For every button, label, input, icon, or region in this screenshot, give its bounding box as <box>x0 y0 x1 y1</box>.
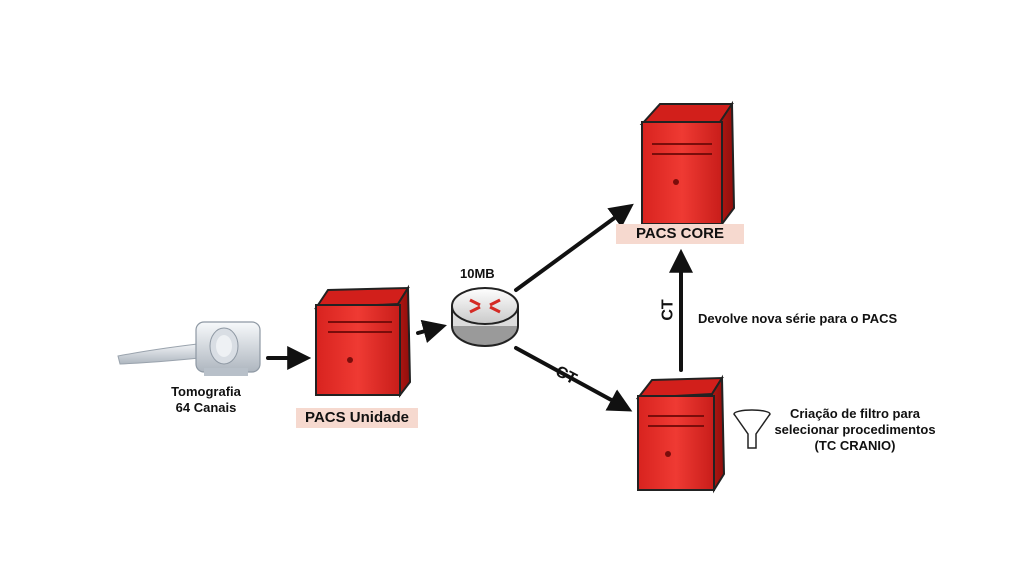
ct-vertical-label: CT <box>659 299 677 321</box>
pacs-core-label: PACS CORE <box>616 224 744 244</box>
server-icon <box>314 284 412 398</box>
filter-description: Criação de filtro para selecionar proced… <box>770 406 940 454</box>
filter-line2: selecionar procedimentos <box>774 422 936 437</box>
arrow-pacs-unidade-to-router <box>416 319 447 343</box>
pacs-unidade-label: PACS Unidade <box>296 408 418 428</box>
tomografia-line1: Tomografia <box>171 384 241 399</box>
return-series-note: Devolve nova série para o PACS <box>698 311 898 326</box>
filter-line3: (TC CRANIO) <box>814 438 896 453</box>
arrow-router-to-pacs-core <box>514 203 634 292</box>
router-speed-label: 10MB <box>460 266 495 281</box>
server-icon <box>639 100 736 227</box>
filter-line1: Criação de filtro para <box>789 406 921 421</box>
router-icon <box>451 287 519 347</box>
ct-scanner-icon <box>117 321 261 376</box>
tomografia-label: Tomografia 64 Canais <box>158 384 254 416</box>
arrow-router-to-filter-server <box>514 346 633 412</box>
tomografia-line2: 64 Canais <box>175 400 237 415</box>
server-icon <box>635 374 726 494</box>
funnel-icon <box>733 409 771 449</box>
